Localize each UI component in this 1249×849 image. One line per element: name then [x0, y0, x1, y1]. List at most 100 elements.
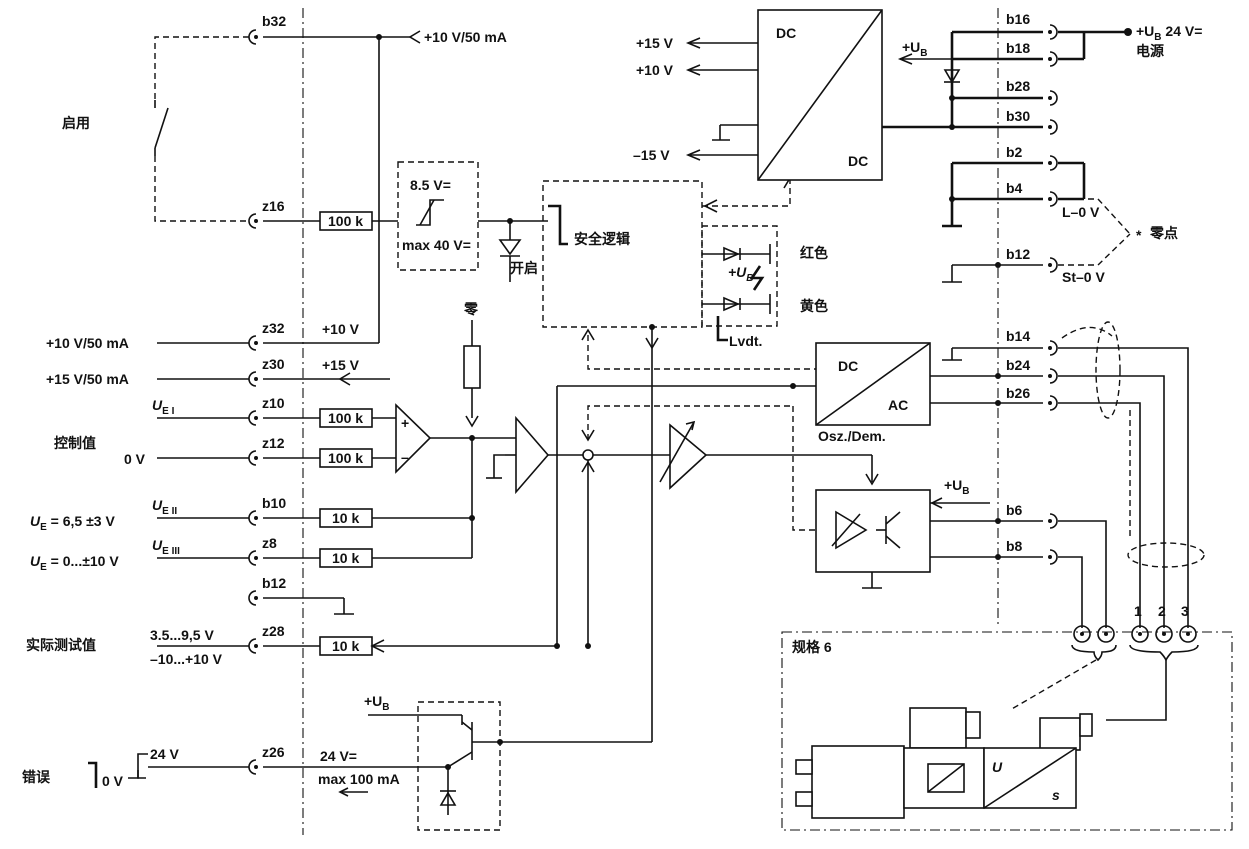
zero-potentiometer	[463, 345, 481, 389]
terminal-z12: z12	[262, 435, 285, 451]
label-lvdt: Lvdt.	[729, 333, 762, 349]
dc-osc-label: DC	[838, 358, 858, 374]
terminal-b8: b8	[1006, 538, 1023, 554]
label-error: 错误	[22, 769, 51, 785]
coil-u-label: U	[992, 759, 1003, 775]
coil-s-label: s	[1052, 787, 1060, 803]
terminal-b18: b18	[1006, 40, 1030, 56]
label-enable: 启用	[62, 115, 90, 131]
terminal-b14: b14	[1006, 328, 1030, 344]
led-ub: +UB	[728, 264, 754, 284]
terminal-b12-right: b12	[1006, 246, 1030, 262]
variable-gain-amplifier	[669, 423, 708, 490]
pin-3: 3	[1181, 603, 1189, 619]
ue2-label: UE II	[152, 497, 177, 517]
resistor-10k-3-label: 10 k	[332, 638, 359, 654]
safety-logic-box	[542, 180, 703, 328]
right-terminals	[1048, 24, 1058, 565]
label-size: 规格 6	[792, 639, 832, 655]
hysteresis-symbol	[416, 199, 444, 226]
error-ub: +UB	[364, 693, 390, 713]
supply-voltage-label: +UB 24 V=	[1136, 23, 1202, 43]
terminal-b16: b16	[1006, 11, 1030, 27]
solenoid-connector	[909, 707, 967, 749]
stage-ub: +UB	[944, 477, 970, 497]
resistor-100k-2-label: 100 k	[328, 410, 363, 426]
plus-10v-label: +10 V	[322, 321, 360, 337]
summing-point	[582, 449, 594, 461]
dcdc-ub: +UB	[902, 39, 928, 59]
terminal-b12-left: b12	[262, 575, 286, 591]
range1-label: 3.5...9,5 V	[150, 627, 214, 643]
led-indicator-box	[701, 225, 778, 327]
right-terminal-labels: b16 b18 b28 b30 b2 b4 b12 b14 b24 b26 b6…	[1006, 11, 1030, 554]
label-control-value: 控制值	[54, 435, 96, 451]
resistor-100k-3-label: 100 k	[328, 450, 363, 466]
left-15v-label: +15 V/50 mA	[46, 371, 129, 387]
ue1-label: UE I	[152, 397, 175, 417]
label-red: 红色	[800, 245, 828, 261]
lvdt-connector	[1039, 717, 1081, 751]
out-24v-label: 24 V=	[320, 748, 357, 764]
ue3-label: UE III	[152, 537, 180, 557]
label-yellow: 黄色	[800, 298, 828, 314]
red-led-icon	[723, 246, 741, 262]
range2-label: –10...+10 V	[150, 651, 223, 667]
valve-housing	[811, 745, 905, 819]
supply-diode-icon	[943, 69, 961, 84]
terminal-b6: b6	[1006, 502, 1023, 518]
out-15v-label: +15 V	[636, 35, 674, 51]
lightning-icon	[749, 265, 765, 291]
threshold-detector-box	[397, 161, 479, 271]
svg-text:–: –	[401, 449, 409, 465]
terminal-b4: b4	[1006, 180, 1023, 196]
asterisk: *	[1136, 227, 1142, 243]
terminal-z28: z28	[262, 623, 285, 639]
enable-switch	[154, 36, 249, 222]
resistor-10k-1-label: 10 k	[332, 510, 359, 526]
terminal-z26: z26	[262, 744, 285, 760]
osz-dem-label: Osz./Dem.	[818, 428, 886, 444]
label-actual-test-value: 实际测试值	[26, 637, 96, 653]
err-0v-label: 0 V	[102, 773, 124, 789]
plus-15v-label: +15 V	[322, 357, 360, 373]
ue-eq1: UE = 6,5 ±3 V	[30, 513, 115, 533]
ue-eq2: UE = 0...±10 V	[30, 553, 119, 573]
terminal-z32: z32	[262, 320, 285, 336]
l0v-label: L–0 V	[1062, 204, 1100, 220]
resistor-10k-2-label: 10 k	[332, 550, 359, 566]
left-10v-label: +10 V/50 mA	[46, 335, 129, 351]
power-amp-icon	[835, 510, 868, 550]
terminal-z16: z16	[262, 198, 285, 214]
buffer-amplifier	[515, 415, 550, 495]
terminal-b28: b28	[1006, 78, 1030, 94]
error-step-icon	[88, 761, 98, 788]
valve-size-6-box	[781, 631, 1233, 831]
resistor-100k-1-label: 100 k	[328, 213, 363, 229]
out-10v-label: +10 V	[636, 62, 674, 78]
yellow-led-icon	[723, 296, 741, 312]
valve-connectors	[1073, 625, 1197, 643]
terminal-b32: b32	[262, 13, 286, 29]
error-transistor-box	[417, 701, 501, 831]
threshold-label: 8.5 V=	[410, 177, 451, 193]
terminal-b26: b26	[1006, 385, 1030, 401]
terminal-z8: z8	[262, 535, 277, 551]
terminal-z10: z10	[262, 395, 285, 411]
out-m15v-label: –15 V	[633, 147, 670, 163]
st0v-label: St–0 V	[1062, 269, 1105, 285]
safety-step-icon	[548, 204, 568, 246]
pin-2: 2	[1158, 603, 1166, 619]
pin-1: 1	[1134, 603, 1142, 619]
terminal-b30: b30	[1006, 108, 1030, 124]
out-max-label: max 100 mA	[318, 771, 400, 787]
protection-diode-icon	[439, 791, 457, 806]
open-led-icon	[498, 239, 522, 256]
err-24v-label: 24 V	[150, 746, 179, 762]
left-terminals	[248, 29, 258, 775]
terminal-b2: b2	[1006, 144, 1023, 160]
terminal-b24: b24	[1006, 357, 1030, 373]
label-safety-logic: 安全逻辑	[574, 231, 630, 247]
label-open: 开启	[510, 260, 538, 276]
